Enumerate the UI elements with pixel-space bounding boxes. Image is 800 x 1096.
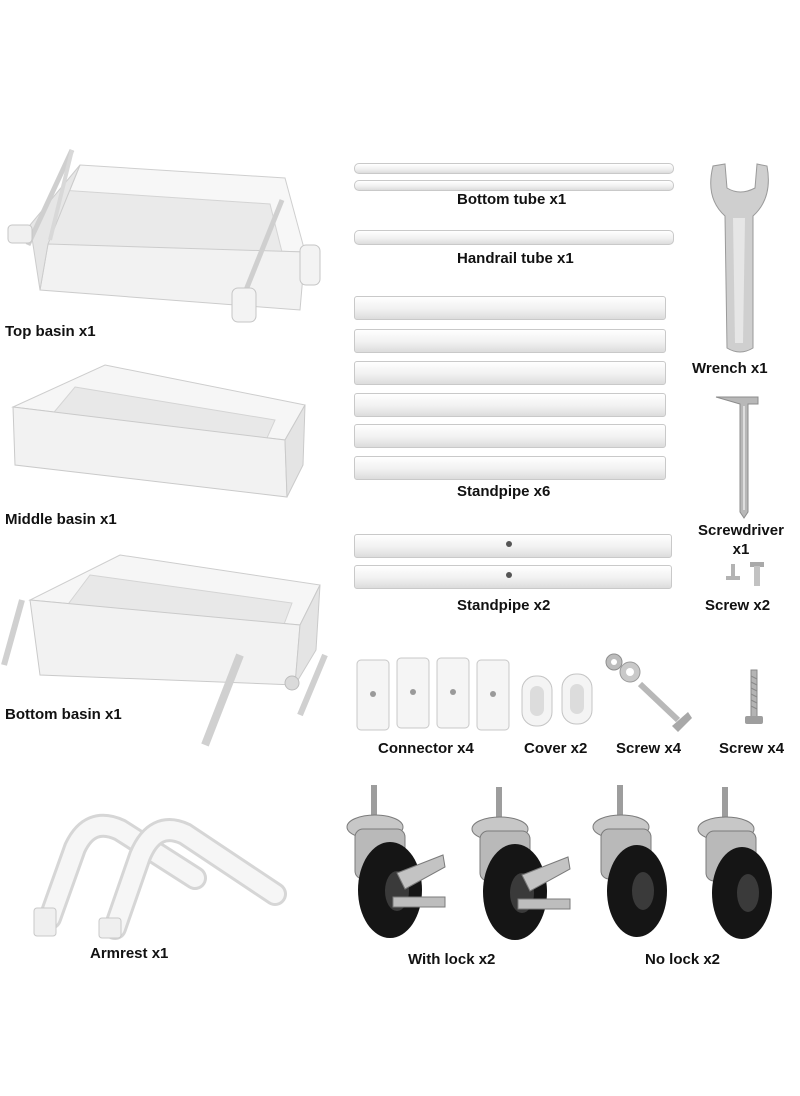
covers-image: [520, 672, 595, 730]
screwdriver-label-line1: Screwdriver: [698, 522, 784, 539]
bottom-tube-2: [354, 180, 674, 191]
screw-icon: [605, 653, 692, 732]
top-basin-image: [0, 140, 330, 330]
screw-x4-a-label: Screw x4: [616, 740, 682, 757]
handrail-tube-label: Handrail tube x1: [457, 250, 574, 267]
no-lock-label: No lock x2: [645, 951, 721, 968]
casters-with-lock-image: [335, 785, 585, 945]
small-screws-image: [722, 562, 770, 590]
connector-icon: [356, 657, 510, 731]
standpipe-hole-1: [506, 541, 512, 547]
wrench-image: [705, 158, 775, 358]
screw-icon: [726, 562, 764, 586]
hex-key-icon: [715, 396, 759, 519]
long-screw-image: [742, 669, 766, 730]
armrest-icon: [33, 813, 287, 940]
bottom-basin-icon: [1, 554, 328, 747]
bottom-tube-label: Bottom tube x1: [457, 191, 567, 208]
standpipe-hole-2: [506, 572, 512, 578]
screwdriver-label-line2: x1: [732, 541, 750, 558]
cover-icon: [521, 673, 593, 727]
screw-x4-b-label: Screw x4: [719, 740, 785, 757]
bolt-set-image: [600, 652, 695, 732]
casters-no-lock-image: [585, 785, 800, 945]
bottom-basin-label: Bottom basin x1: [5, 706, 122, 723]
middle-basin-label: Middle basin x1: [5, 511, 117, 528]
screwdriver-image: [710, 392, 770, 520]
standpipe-3: [354, 361, 666, 385]
standpipe-x2-label: Standpipe x2: [457, 597, 551, 614]
top-basin-icon: [7, 148, 321, 323]
standpipe-long-1: [354, 534, 672, 558]
caster-no-lock-icon: [592, 785, 772, 939]
cover-label: Cover x2: [524, 740, 588, 757]
bottom-basin-image: [0, 554, 330, 755]
wrench-icon: [710, 163, 769, 353]
screw-x2-label: Screw x2: [705, 597, 771, 614]
standpipe-long-2: [354, 565, 672, 589]
with-lock-label: With lock x2: [408, 951, 496, 968]
bottom-tube-1: [354, 163, 674, 174]
armrest-image: [20, 808, 290, 940]
wrench-label: Wrench x1: [692, 360, 768, 377]
top-basin-label: Top basin x1: [5, 323, 96, 340]
connector-label: Connector x4: [378, 740, 474, 757]
armrest-label: Armrest x1: [90, 945, 169, 962]
screw-icon: [745, 669, 763, 724]
standpipe-1: [354, 296, 666, 320]
middle-basin-icon: [11, 364, 306, 498]
standpipe-6: [354, 456, 666, 480]
standpipe-5: [354, 424, 666, 448]
caster-with-lock-icon: [346, 785, 571, 940]
handrail-tube: [354, 230, 674, 245]
standpipe-4: [354, 393, 666, 417]
middle-basin-image: [5, 364, 306, 505]
standpipe-x6-label: Standpipe x6: [457, 483, 551, 500]
standpipe-2: [354, 329, 666, 353]
connectors-image: [355, 656, 515, 736]
